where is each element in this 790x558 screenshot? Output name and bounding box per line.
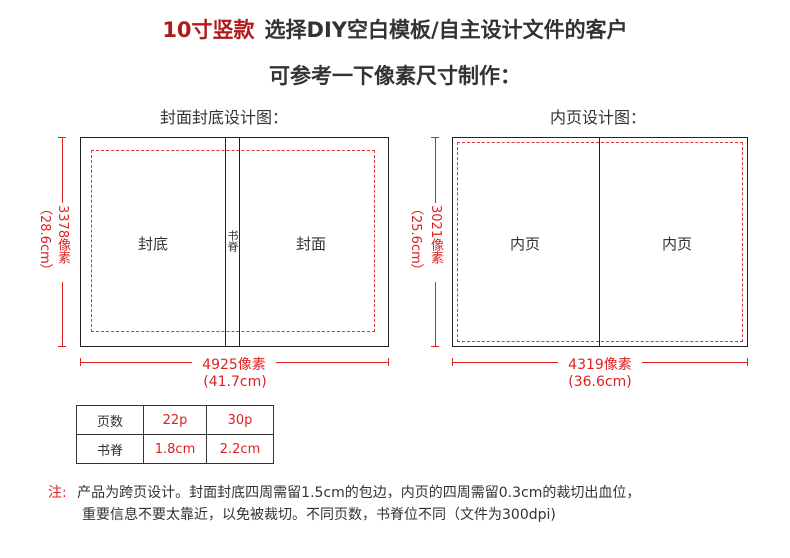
inner-height-px: 3021像素 <box>428 205 443 265</box>
inner-width-line-right <box>642 362 748 363</box>
table-cell: 22p <box>143 405 207 435</box>
back-cover-label: 封底 <box>137 235 168 253</box>
cover-width-cm: (41.7cm) <box>203 374 267 390</box>
front-cover-label: 封面 <box>295 235 326 253</box>
note-block: 注: 产品为跨页设计。封面封底四周需留1.5cm的包边，内页的四周需留0.3cm… <box>48 482 778 526</box>
table-cell: 30p <box>206 405 274 435</box>
inner-width-px: 4319像素 <box>568 357 632 373</box>
note-prefix: 注: <box>48 485 67 501</box>
inner-left-label: 内页 <box>509 235 540 253</box>
cover-width-px: 4925像素 <box>202 357 266 373</box>
spine-spec-table: 页数 22p 30p 书脊 1.8cm 2.2cm <box>76 405 274 464</box>
cover-diagram: 封底 书脊 封面 <box>80 137 389 347</box>
table-row: 书脊 1.8cm 2.2cm <box>76 434 274 464</box>
page-title: 10寸竖款选择DIY空白模板/自主设计文件的客户 <box>0 14 790 44</box>
spine-right-line <box>239 138 240 346</box>
title-text: 选择DIY空白模板/自主设计文件的客户 <box>264 18 628 42</box>
title-highlight: 10寸竖款 <box>162 18 255 42</box>
note-line-1: 产品为跨页设计。封面封底四周需留1.5cm的包边，内页的四周需留0.3cm的裁切… <box>77 485 641 501</box>
inner-height-line-bottom <box>435 282 436 346</box>
spine-label: 书脊 <box>226 230 239 252</box>
table-cell-label: 页数 <box>76 405 144 435</box>
note-line-2: 重要信息不要太靠近，以免被裁切。不同页数，书脊位不同（文件为300dpi) <box>82 507 556 523</box>
spine-left-line <box>225 138 226 346</box>
inner-height-cm: （25.6cm） <box>408 202 423 277</box>
inner-right-label: 内页 <box>661 235 692 253</box>
page-subtitle: 可参考一下像素尺寸制作： <box>269 64 521 88</box>
table-row: 页数 22p 30p <box>76 405 274 435</box>
cover-height-line-bottom <box>62 282 63 346</box>
inner-height-line-top <box>435 137 436 203</box>
cover-height-line-top <box>62 137 63 203</box>
table-cell: 2.2cm <box>206 434 274 464</box>
table-cell: 1.8cm <box>143 434 207 464</box>
inner-heading: 内页设计图： <box>550 108 647 127</box>
cover-width-line-right <box>276 362 389 363</box>
cover-height-px: 3378像素 <box>55 205 70 265</box>
inner-height-tick-bottom <box>431 346 439 347</box>
table-cell-label: 书脊 <box>76 434 144 464</box>
inner-fold-line <box>599 138 600 346</box>
inner-width-cm: (36.6cm) <box>568 374 632 390</box>
inner-diagram: 内页 内页 <box>452 137 748 347</box>
cover-heading: 封面封底设计图： <box>160 108 289 127</box>
cover-bleed-guide <box>91 150 375 332</box>
inner-bleed-guide <box>457 142 743 342</box>
inner-width-line-left <box>452 362 558 363</box>
cover-width-line-left <box>80 362 192 363</box>
cover-height-cm: （28.6cm） <box>37 202 52 277</box>
cover-height-tick-bottom <box>58 346 66 347</box>
